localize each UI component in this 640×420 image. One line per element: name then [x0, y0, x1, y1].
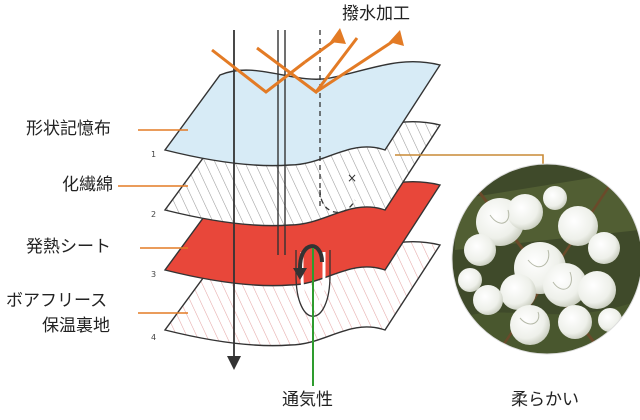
red-u-arrow: [298, 244, 324, 269]
label-layer1: 形状記憶布: [26, 119, 111, 139]
label-layer2: 化繊綿: [62, 175, 113, 195]
layer-number-4: 4: [151, 333, 157, 342]
label-softness: 柔らかい: [511, 390, 579, 410]
layer-number-1: 1: [151, 150, 157, 159]
label-layer4-line2: 保温裏地: [42, 316, 110, 336]
label-breathability: 通気性: [282, 390, 333, 410]
label-water-repellent: 撥水加工: [342, 4, 410, 24]
water-arrow-4: [357, 38, 395, 40]
cotton-photo-frame: [451, 163, 640, 355]
label-layer4-line1: ボアフリース: [6, 291, 108, 311]
water-arrow-head-1: [330, 28, 346, 44]
dashed-curve: [319, 189, 356, 213]
layer-number-2: 2: [151, 210, 157, 219]
layer-number-3: 3: [151, 270, 157, 279]
water-arrow-5: [315, 36, 399, 94]
cotton-photo: [452, 164, 640, 354]
block-mark-icon: ×: [347, 171, 357, 185]
red-u-arrow-head: [293, 268, 307, 280]
down-arrow-icon: [227, 356, 241, 370]
label-layer3: 発熱シート: [26, 237, 111, 257]
water-arrow-1: [211, 48, 306, 94]
